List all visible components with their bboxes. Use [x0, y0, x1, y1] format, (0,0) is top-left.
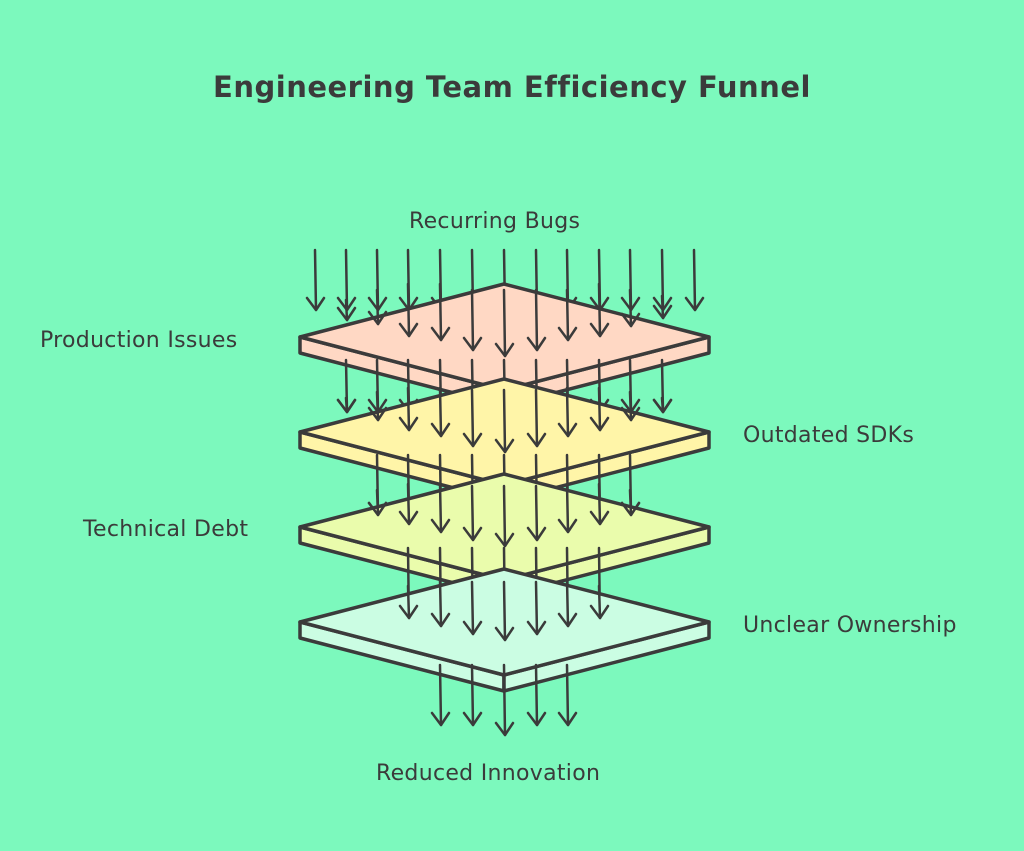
arrow: [557, 482, 578, 534]
arrow: [557, 578, 578, 628]
arrow: [557, 386, 578, 438]
arrow: [462, 580, 483, 636]
arrow: [336, 298, 357, 322]
funnel-arrows: [336, 282, 673, 358]
arrow: [398, 386, 419, 432]
arrow: [462, 663, 483, 727]
top-label: Recurring Bugs: [409, 209, 581, 234]
arrow: [462, 388, 483, 448]
arrow: [620, 488, 641, 517]
arrow: [620, 390, 641, 422]
arrow: [494, 663, 515, 737]
arrow: [336, 396, 357, 414]
funnel-arrows: [367, 482, 641, 548]
arrow: [526, 663, 547, 727]
layer-label-2: Outdated SDKs: [743, 423, 915, 448]
arrow: [462, 288, 483, 352]
funnel-arrows: [398, 578, 610, 642]
arrow: [557, 288, 578, 342]
arrow: [557, 663, 578, 727]
arrow: [430, 282, 451, 342]
arrow: [526, 484, 547, 542]
arrow: [494, 288, 515, 358]
arrow: [526, 288, 547, 352]
arrow: [398, 584, 419, 620]
arrow: [430, 482, 451, 534]
arrow: [494, 484, 515, 548]
arrow: [589, 584, 610, 620]
arrow: [652, 396, 673, 414]
arrow: [684, 248, 705, 312]
layer-label-3: Technical Debt: [83, 517, 249, 542]
arrow: [620, 288, 641, 328]
arrow: [526, 388, 547, 448]
funnel-arrows: [430, 663, 578, 737]
arrow: [589, 282, 610, 338]
layer-label-4: Unclear Ownership: [743, 613, 957, 638]
arrow: [430, 578, 451, 628]
arrow: [430, 386, 451, 438]
arrow: [398, 482, 419, 526]
arrow: [398, 282, 419, 338]
arrow: [589, 482, 610, 526]
arrow: [367, 488, 388, 517]
arrow: [462, 484, 483, 542]
arrow: [494, 388, 515, 454]
arrow: [367, 288, 388, 326]
bottom-label: Reduced Innovation: [376, 761, 601, 786]
arrow: [430, 663, 451, 727]
layer-label-1: Production Issues: [40, 328, 238, 353]
arrow: [589, 386, 610, 432]
arrow: [305, 248, 326, 312]
arrow: [652, 294, 673, 320]
diagram-title: Engineering Team Efficiency Funnel: [213, 70, 811, 104]
arrow: [526, 580, 547, 636]
arrow: [367, 390, 388, 422]
funnel-arrows: [336, 386, 673, 454]
arrow: [494, 580, 515, 642]
